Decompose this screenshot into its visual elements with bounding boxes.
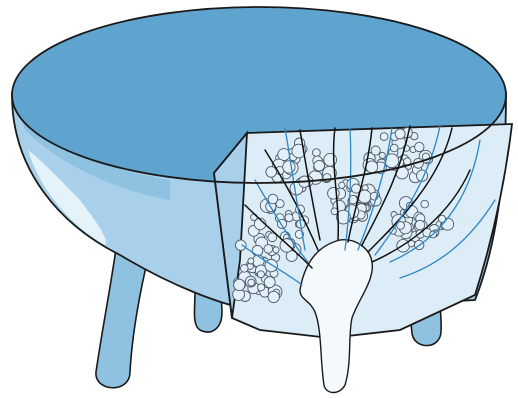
alveolus [268, 291, 279, 302]
alveolus [234, 279, 245, 290]
alveolus [264, 245, 273, 254]
alveolus [248, 258, 254, 264]
alveolus [285, 214, 293, 222]
alveolus [314, 160, 325, 171]
cutaway-section [214, 124, 512, 393]
alveolus [328, 188, 340, 200]
alveolus [415, 142, 424, 151]
alveolus [236, 240, 247, 251]
alveolus [415, 220, 425, 230]
alveolus [371, 146, 380, 155]
alveolus [390, 144, 398, 152]
alveolus [264, 277, 275, 288]
alveolus [421, 200, 429, 208]
alveolus [380, 133, 388, 141]
alveolus [241, 265, 249, 273]
alveolus [258, 284, 265, 291]
alveolus [266, 167, 277, 178]
alveolus [339, 182, 345, 188]
alveolus [379, 152, 385, 158]
alveolus [313, 149, 321, 157]
alveolus [252, 245, 263, 256]
alveolus [257, 271, 264, 278]
alveolus [366, 161, 378, 173]
alveolus [273, 247, 279, 253]
alveolus [283, 161, 295, 173]
alveolus [395, 129, 405, 139]
alveolus [248, 279, 255, 286]
alveolus [268, 194, 278, 204]
